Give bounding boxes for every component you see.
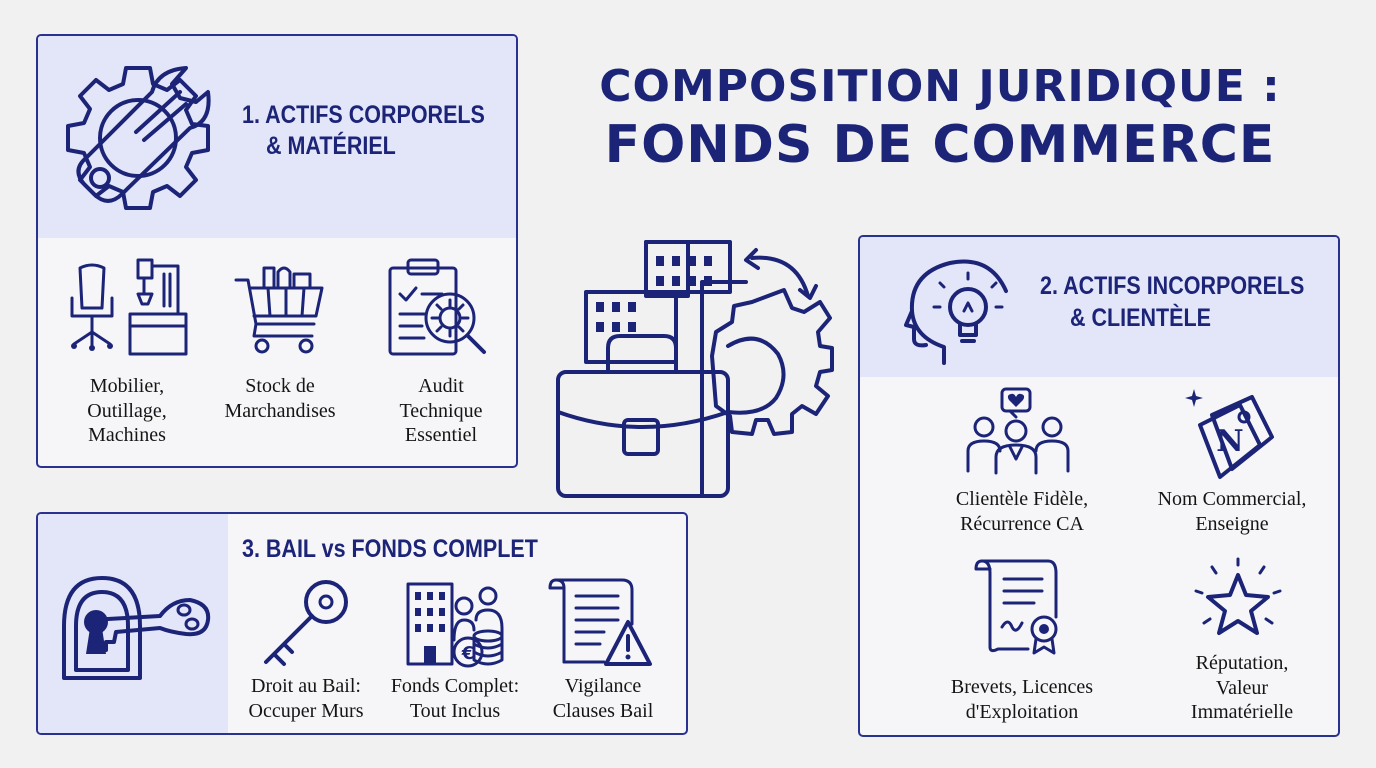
item-label-droit-au-bail: Droit au Bail: Occuper Murs	[248, 675, 364, 722]
item-label-vigilance: Vigilance Clauses Bail	[552, 675, 654, 722]
main-title-line2: FONDS DE COMMERCE	[604, 115, 1276, 175]
panel-bail-vs-fonds: 3. BAIL vs FONDS COMPLET €	[36, 512, 688, 735]
item-label-clientele: Clientèle Fidèle, Récurrence CA	[955, 488, 1089, 535]
item-label-audit: Audit Technique Essentiel	[399, 375, 483, 446]
panel2-title-line2: & CLIENTÈLE	[1070, 304, 1211, 332]
item-label-mobilier: Mobilier, Outillage, Machines	[87, 375, 167, 446]
panel3-title: 3. BAIL vs FONDS COMPLET	[242, 535, 538, 563]
panel-side-band	[38, 514, 228, 733]
item-label-reputation: Réputation, Valeur Immatérielle	[1190, 652, 1294, 723]
panel2-title-line1: 2. ACTIFS INCORPORELS	[1040, 272, 1305, 300]
price-tag-icon: N	[1182, 383, 1278, 479]
certificate-scroll-icon	[974, 557, 1068, 655]
star-sparkle-icon	[1190, 557, 1286, 641]
keyhole-key-icon	[56, 570, 216, 682]
item-label-brevets: Brevets, Licences d'Exploitation	[950, 676, 1094, 723]
panel1-title-line2: & MATÉRIEL	[266, 132, 396, 160]
clipboard-magnifier-gear-icon	[386, 258, 490, 358]
panel1-title-line1: 1. ACTIFS CORPORELS	[242, 101, 485, 129]
main-title-line1: COMPOSITION JURIDIQUE :	[599, 61, 1281, 112]
main-title: COMPOSITION JURIDIQUE : FONDS DE COMMERC…	[540, 58, 1340, 174]
gear-wrench-icon	[62, 62, 214, 214]
euro-symbol: €	[461, 643, 475, 664]
panel-actifs-corporels: 1. ACTIFS CORPORELS & MATÉRIEL	[36, 34, 518, 468]
head-lightbulb-icon	[904, 251, 1014, 369]
panel-header-band	[38, 36, 516, 238]
tag-letter: N	[1216, 424, 1243, 459]
briefcase-buildings-gear-icon	[552, 236, 834, 500]
item-label-nom-commercial: Nom Commercial, Enseigne	[1157, 488, 1307, 535]
key-icon	[260, 578, 352, 668]
item-label-stock: Stock de Marchandises	[224, 375, 336, 422]
panel-actifs-incorporels: 2. ACTIFS INCORPORELS & CLIENTÈLE N Clie…	[858, 235, 1340, 737]
document-warning-icon	[548, 578, 652, 668]
office-chair-machine-icon	[60, 258, 188, 356]
item-label-fonds-complet: Fonds Complet: Tout Inclus	[390, 675, 520, 722]
building-people-coins-icon: €	[406, 580, 506, 670]
customers-heart-icon	[964, 387, 1072, 477]
shopping-cart-icon	[234, 262, 326, 354]
